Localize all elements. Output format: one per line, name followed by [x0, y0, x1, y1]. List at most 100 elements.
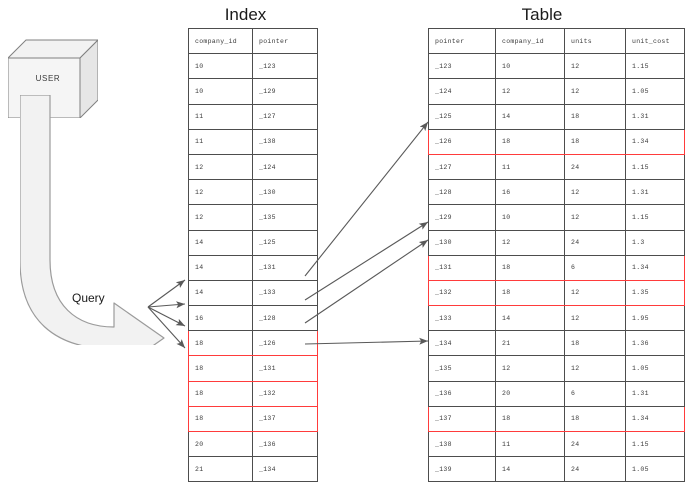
index-cell-company_id: 12: [188, 153, 253, 181]
table-cell-unit_cost: 1.15: [625, 204, 685, 231]
index-cell-pointer: _125: [252, 229, 318, 256]
index-row: 21_134: [188, 456, 318, 482]
index-row: 14_133: [188, 279, 318, 307]
table-header-pointer: pointer: [428, 27, 496, 55]
table-cell-unit_cost: 1.15: [625, 53, 685, 80]
table-cell-pointer: _139: [428, 456, 496, 482]
index-cell-company_id: 20: [188, 430, 253, 458]
table-cell-pointer: _131: [428, 254, 496, 281]
table-cell-pointer: _126: [428, 128, 496, 155]
table-cell-unit_cost: 1.3: [625, 229, 685, 256]
table-cell-pointer: _127: [428, 153, 496, 181]
index-cell-company_id: 18: [188, 355, 253, 382]
table-header-company_id: company_id: [495, 27, 565, 55]
table-cell-unit_cost: 1.36: [625, 330, 685, 357]
index-cell-company_id: 18: [188, 380, 253, 407]
index-cell-company_id: 18: [188, 405, 253, 433]
index-row: 18_126: [188, 330, 318, 357]
table-cell-units: 6: [564, 254, 626, 281]
index-row: 10_129: [188, 78, 318, 105]
table-cell-company_id: 18: [495, 128, 565, 155]
index-cell-company_id: 14: [188, 254, 253, 281]
table-cell-pointer: _138: [428, 430, 496, 458]
table-cell-pointer: _136: [428, 380, 496, 407]
index-header-pointer: pointer: [252, 27, 318, 55]
index-cell-pointer: _129: [252, 78, 318, 105]
index-cell-company_id: 21: [188, 456, 253, 482]
table-cell-units: 12: [564, 355, 626, 382]
index-row: 11_127: [188, 103, 318, 130]
index-row: 18_131: [188, 355, 318, 382]
arrow-index-137-to-table-137: [304, 337, 429, 345]
table-cell-company_id: 14: [495, 456, 565, 482]
table-cell-company_id: 12: [495, 78, 565, 105]
index-cell-pointer: _138: [252, 128, 318, 155]
index-cell-pointer: _133: [252, 279, 318, 307]
table-cell-company_id: 10: [495, 53, 565, 80]
index-cell-pointer: _127: [252, 103, 318, 130]
index-row: 16_128: [188, 305, 318, 332]
table-cell-units: 18: [564, 330, 626, 357]
table-cell-company_id: 12: [495, 229, 565, 256]
index-row: 12_124: [188, 153, 318, 181]
index-cell-company_id: 11: [188, 103, 253, 130]
table-cell-units: 24: [564, 430, 626, 458]
table-title: Table: [521, 5, 563, 24]
index-cell-pointer: _126: [252, 330, 318, 357]
index-cell-pointer: _137: [252, 405, 318, 433]
index-row: 12_130: [188, 179, 318, 206]
table-cell-company_id: 12: [495, 355, 565, 382]
table-cell-company_id: 18: [495, 405, 565, 433]
index-cell-pointer: _131: [252, 355, 318, 382]
index-cell-pointer: _128: [252, 305, 318, 332]
table-cell-units: 6: [564, 380, 626, 407]
table-cell-units: 24: [564, 456, 626, 482]
index-cell-company_id: 12: [188, 204, 253, 231]
table-cell-unit_cost: 1.15: [625, 430, 685, 458]
table-cell-units: 24: [564, 153, 626, 181]
index-cell-pointer: _132: [252, 380, 318, 407]
index-row: 14_125: [188, 229, 318, 256]
table-cell-units: 12: [564, 78, 626, 105]
table-cell-pointer: _132: [428, 279, 496, 307]
index-cell-pointer: _136: [252, 430, 318, 458]
table-cell-company_id: 11: [495, 430, 565, 458]
index-cell-company_id: 18: [188, 330, 253, 357]
table-cell-units: 18: [564, 103, 626, 130]
index-row: 11_138: [188, 128, 318, 155]
index-row: 18_137: [188, 405, 318, 433]
table-cell-company_id: 14: [495, 305, 565, 332]
table-cell-units: 12: [564, 179, 626, 206]
table-cell-unit_cost: 1.34: [625, 405, 685, 433]
table-cell-unit_cost: 1.31: [625, 380, 685, 407]
table-cell-unit_cost: 1.05: [625, 456, 685, 482]
table-cell-company_id: 20: [495, 380, 565, 407]
table-cell-unit_cost: 1.34: [625, 254, 685, 281]
index-cell-pointer: _135: [252, 204, 318, 231]
query-label: Query: [72, 291, 105, 305]
index-cell-company_id: 14: [188, 279, 253, 307]
index-cell-company_id: 10: [188, 78, 253, 105]
arrow-index-132-to-table-132: [304, 239, 429, 324]
table-cell-company_id: 14: [495, 103, 565, 130]
table-cell-units: 18: [564, 405, 626, 433]
table-cell-pointer: _135: [428, 355, 496, 382]
table-cell-company_id: 11: [495, 153, 565, 181]
table-cell-units: 24: [564, 229, 626, 256]
table-cell-company_id: 18: [495, 279, 565, 307]
